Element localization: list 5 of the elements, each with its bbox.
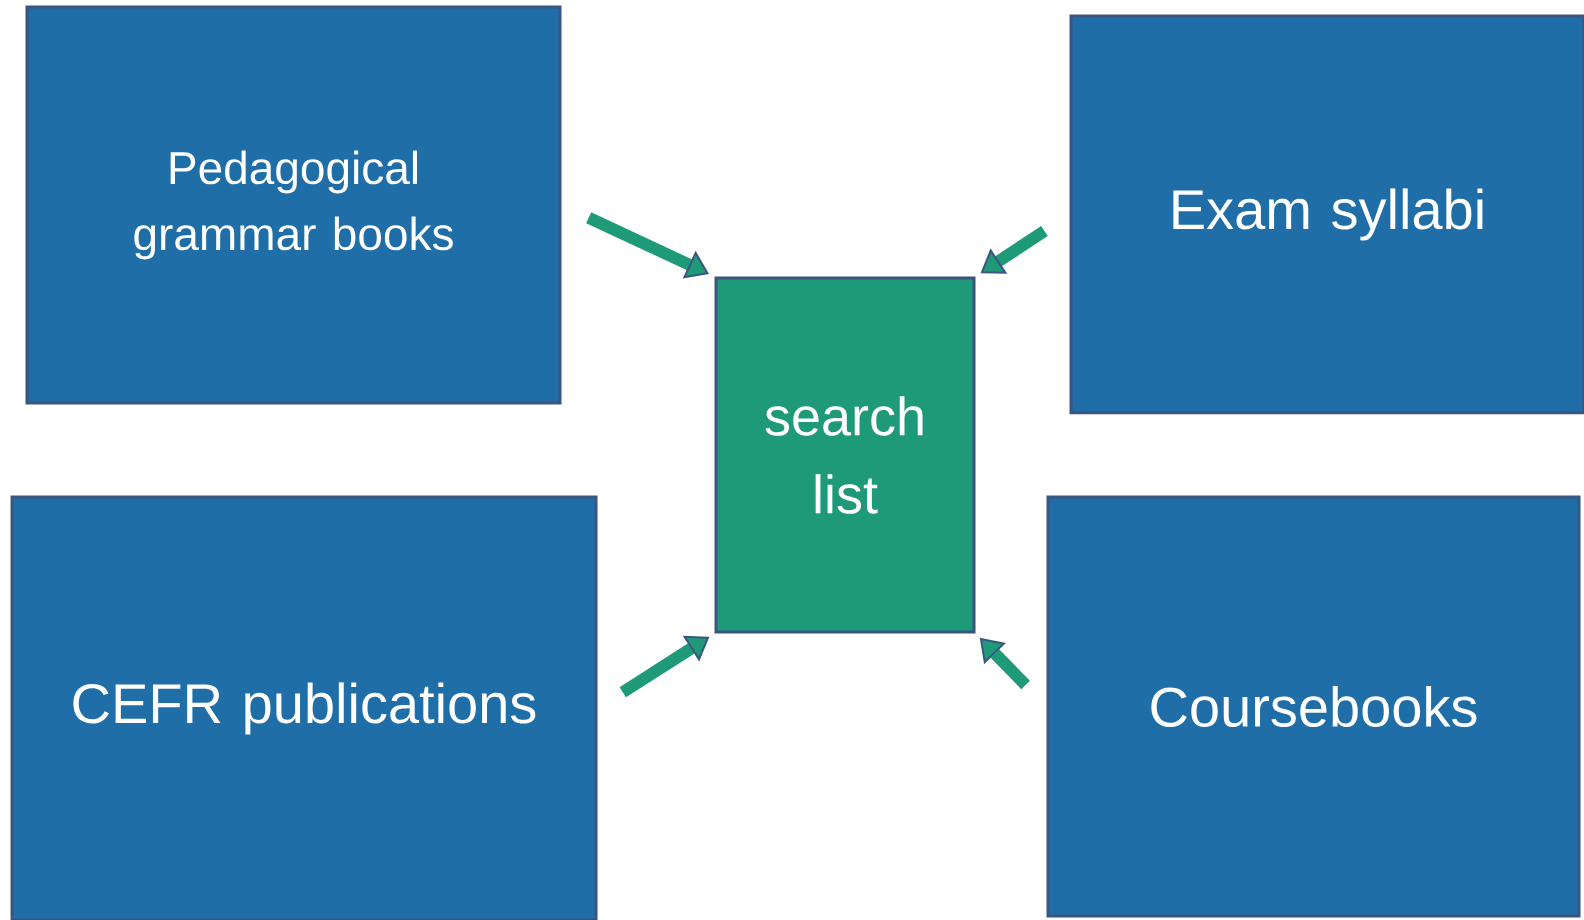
target-box: search list xyxy=(714,276,976,634)
source-box: Exam syllabi xyxy=(1069,14,1584,415)
source-box: CEFR publications xyxy=(10,495,598,920)
source-box: Coursebooks xyxy=(1046,495,1581,918)
source-box: Pedagogical grammar books xyxy=(25,5,562,405)
